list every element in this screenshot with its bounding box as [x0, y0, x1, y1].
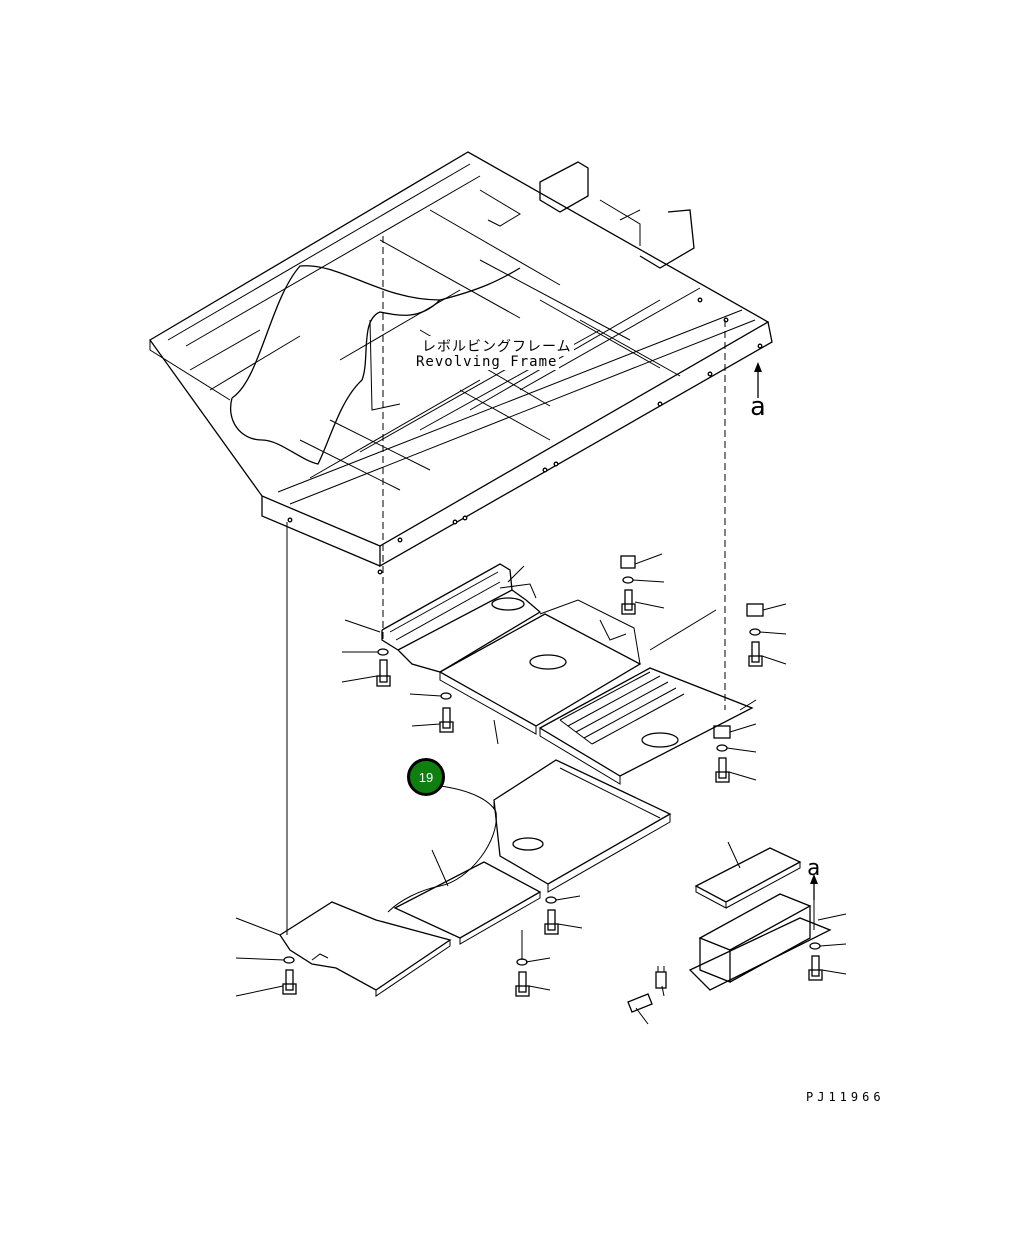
bolt-set-5 [713, 725, 731, 783]
bolt-set-6 [544, 896, 559, 935]
bolt-set-4 [746, 603, 764, 667]
upper-right-panel [538, 667, 754, 777]
drawing-code: PJ11966 [806, 1090, 885, 1104]
view-marker-bottom: a [807, 856, 821, 881]
upper-left-panel [397, 589, 542, 673]
upper-center-panel [438, 613, 642, 727]
part-callout-19[interactable]: 19 [407, 758, 445, 796]
frame-front-face [379, 321, 773, 568]
bolt-set-9 [808, 942, 823, 981]
frame-outline [149, 151, 770, 547]
bolt-set-3 [620, 555, 636, 615]
lower-cover-assembly [279, 759, 672, 997]
grate-slats [559, 671, 685, 745]
bolt-set-7 [515, 958, 530, 997]
view-arrow-top [754, 362, 762, 398]
bolt-set-1 [376, 648, 391, 687]
lower-left-panel [393, 861, 542, 939]
leader-lines [235, 553, 847, 997]
box-base [688, 917, 832, 991]
upper-cover-assembly [381, 563, 754, 785]
bolt-set-8 [282, 956, 297, 995]
frame-label-japanese: レボルビングフレーム [420, 336, 574, 356]
fasteners [282, 555, 823, 1025]
lower-far-left-panel [279, 901, 452, 991]
upper-left-bracket [381, 563, 513, 651]
box-lid [694, 847, 802, 903]
frame-label-english: Revolving Frame [414, 354, 560, 370]
view-marker-top: a [750, 392, 766, 422]
frame-curved-body [231, 265, 521, 399]
frame-bolt-holes [287, 297, 763, 575]
terminal-clamp [627, 966, 667, 1025]
bolt-set-2 [439, 692, 454, 733]
lower-center-panel [493, 759, 672, 885]
battery-box-assembly [688, 847, 832, 991]
